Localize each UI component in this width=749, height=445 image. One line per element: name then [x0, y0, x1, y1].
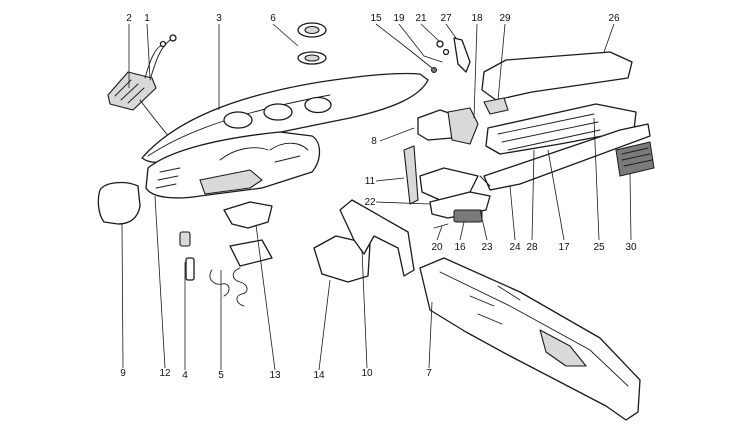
callout-28: 28	[526, 242, 538, 253]
callout-4: 4	[182, 370, 188, 381]
part-bracket	[223, 201, 273, 229]
callout-24: 24	[509, 242, 521, 253]
callout-26: 26	[608, 13, 620, 24]
callout-17: 17	[558, 242, 570, 253]
callout-2: 2	[126, 13, 132, 24]
callout-30: 30	[625, 242, 637, 253]
callout-9: 9	[120, 368, 126, 379]
part-center-console	[419, 257, 641, 421]
callout-27: 27	[440, 13, 452, 24]
callout-12: 12	[159, 368, 171, 379]
callout-1: 1	[144, 13, 150, 24]
callout-25: 25	[593, 242, 605, 253]
part-switch-assembly	[107, 34, 199, 171]
callout-10: 10	[361, 368, 373, 379]
callout-6: 6	[270, 13, 276, 24]
callout-8: 8	[371, 136, 377, 147]
callout-19: 19	[393, 13, 405, 24]
callout-7: 7	[426, 368, 432, 379]
callout-16: 16	[454, 242, 466, 253]
callout-13: 13	[269, 370, 281, 381]
part-hinge	[483, 97, 509, 115]
part-fasteners	[411, 37, 471, 73]
part-side-trim	[97, 181, 141, 225]
part-upper-dash-panel	[141, 72, 429, 164]
part-grille	[615, 141, 655, 177]
part-lower-dash-binnacle	[145, 131, 321, 199]
callout-3: 3	[216, 13, 222, 24]
part-grommets	[297, 22, 327, 65]
callout-18: 18	[471, 13, 483, 24]
callout-11: 11	[365, 176, 376, 187]
callout-labels: 1 2 3 4 5 6 7 8 9 10 11 12 13 14 15 16 1…	[120, 13, 637, 381]
leader-lines	[121, 23, 632, 371]
part-air-vent	[447, 107, 479, 145]
part-lamp-coiled-cord	[209, 239, 273, 307]
callout-5: 5	[218, 370, 224, 381]
callout-22: 22	[364, 197, 376, 208]
part-console-front	[313, 235, 371, 283]
callout-21: 21	[415, 13, 427, 24]
part-vertical-bracket	[403, 145, 419, 205]
callout-23: 23	[481, 242, 493, 253]
part-cigar-lighter	[179, 231, 195, 281]
part-glovebox-frame	[483, 103, 651, 191]
part-heater-controls	[419, 167, 491, 229]
callout-14: 14	[313, 370, 325, 381]
callout-15: 15	[370, 13, 382, 24]
callout-29: 29	[499, 13, 511, 24]
part-tunnel-cover	[339, 199, 415, 277]
part-glovebox-lid	[481, 51, 633, 101]
callout-20: 20	[431, 242, 443, 253]
